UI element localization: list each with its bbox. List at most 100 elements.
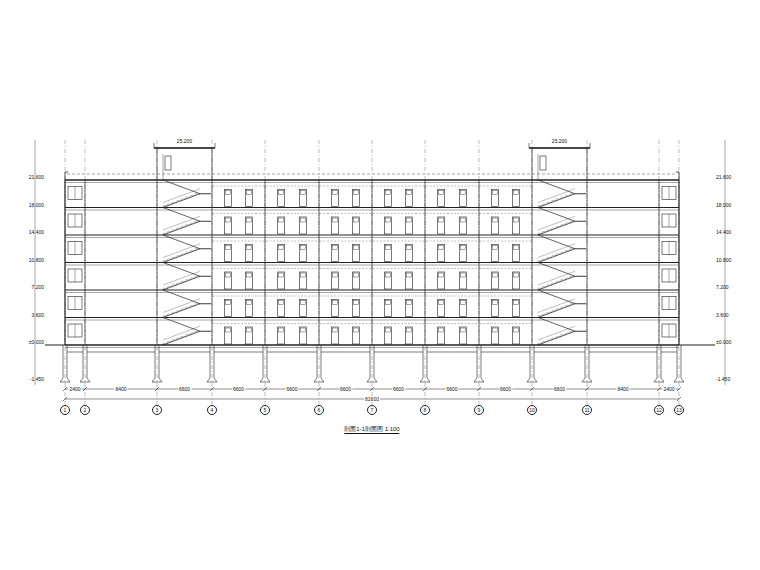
stair-step (168, 204, 173, 206)
corridor-beam (480, 323, 531, 324)
window-mullion (75, 214, 76, 227)
door-transom (460, 191, 465, 195)
door (384, 217, 391, 234)
stair-step (163, 206, 168, 208)
door-transom (279, 246, 284, 250)
door-transom (492, 218, 497, 222)
stair-flight (163, 304, 200, 318)
handrail (538, 216, 575, 230)
stair-step (543, 287, 548, 289)
foundation (654, 345, 664, 382)
dimension-text: 2400 (68, 387, 81, 392)
stair-step (195, 276, 200, 278)
corridor-beam (373, 268, 424, 269)
elevation-mark: -1.450 (716, 377, 730, 382)
door (384, 327, 391, 344)
door-transom (279, 218, 284, 222)
stair-flight (538, 180, 575, 194)
stair-step (566, 278, 571, 280)
door (353, 190, 360, 207)
door-transom (247, 328, 252, 332)
door (491, 272, 498, 289)
stair-landing (575, 303, 586, 304)
corridor-beam (480, 241, 531, 242)
window-mullion (669, 187, 670, 200)
window-mullion (669, 324, 670, 337)
door-transom (407, 328, 412, 332)
door-transom (439, 301, 444, 305)
corridor-beam (426, 296, 478, 297)
stair-step (182, 226, 187, 228)
stair-flight (163, 263, 200, 277)
axis-bubble: 5 (260, 405, 270, 415)
door (224, 245, 231, 262)
column-line (319, 180, 320, 345)
corridor-beam (373, 323, 424, 324)
stair-flight (163, 331, 200, 345)
dimension-tick (677, 387, 681, 391)
stair-landing (200, 221, 211, 222)
door-transom (439, 218, 444, 222)
door (406, 272, 413, 289)
elevation-mark: 7.200 (31, 285, 44, 290)
handrail (163, 271, 200, 285)
ground-beam (374, 352, 423, 353)
penthouse-door (165, 156, 171, 170)
corridor-beam (373, 296, 424, 297)
door-transom (514, 301, 519, 305)
stair-step (177, 283, 182, 285)
dimension-tick (677, 397, 681, 401)
stair-step (182, 281, 187, 283)
stair-step (557, 336, 562, 338)
door (299, 272, 306, 289)
column-line (212, 148, 213, 345)
stair-door (538, 154, 539, 180)
stair-step (186, 280, 191, 282)
column-line (64, 180, 65, 345)
door (299, 327, 306, 344)
door-transom (514, 328, 519, 332)
door (331, 272, 338, 289)
door (299, 217, 306, 234)
window-mullion (75, 269, 76, 282)
door (459, 245, 466, 262)
stair-step (191, 278, 196, 280)
door-transom (354, 246, 359, 250)
stair-step (186, 335, 191, 337)
stair-flight (538, 194, 575, 208)
elevation-mark: 14.400 (29, 230, 44, 235)
stair-step (570, 249, 575, 251)
axis-number: 13 (676, 408, 682, 413)
stair-step (186, 252, 191, 254)
stair-landing (575, 193, 586, 194)
elevation-mark: -1.450 (30, 377, 44, 382)
door (278, 272, 285, 289)
corridor-beam (320, 241, 371, 242)
axis-bubble: 6 (314, 405, 324, 415)
ground-beam (589, 352, 657, 353)
door-transom (407, 301, 412, 305)
elevation-mark: 7.200 (716, 285, 729, 290)
door (331, 300, 338, 317)
foundation (60, 345, 70, 382)
axis-bubble: 10 (527, 405, 537, 415)
foundation (474, 345, 484, 382)
door-transom (492, 301, 497, 305)
door-transom (492, 273, 497, 277)
dimension-tick (210, 387, 214, 391)
elevation-mark: 14.400 (716, 230, 731, 235)
window (662, 324, 676, 337)
corridor-beam (373, 186, 424, 187)
door (438, 300, 445, 317)
stair-step (195, 304, 200, 306)
door-transom (332, 328, 337, 332)
dimension-text: 6600 (553, 387, 566, 392)
elevation-mark: 25.200 (552, 139, 567, 144)
dimension-tick (370, 387, 374, 391)
door (459, 217, 466, 234)
stair-flight (538, 290, 575, 304)
axis-number: 9 (478, 408, 481, 413)
stair-step (543, 259, 548, 261)
stair-flight (163, 208, 200, 222)
elevation-mark: 25.200 (177, 139, 192, 144)
